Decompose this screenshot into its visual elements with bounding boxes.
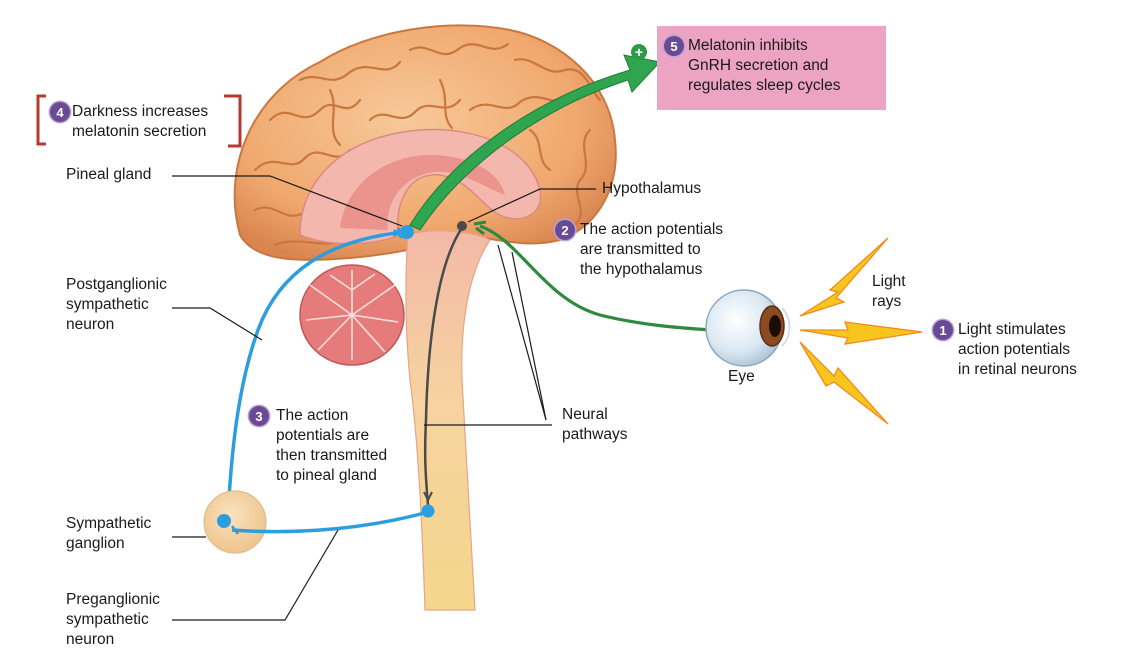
label-postganglionic-neuron: Postganglionic sympathetic neuron xyxy=(66,276,167,333)
step-1-text: Light stimulates action potentials in re… xyxy=(958,321,1077,378)
step-5-text: Melatonin inhibits GnRH secretion and re… xyxy=(688,37,841,94)
label-light-rays: Light rays xyxy=(872,273,906,310)
postganglionic-neuron xyxy=(226,230,405,516)
leader-lines xyxy=(172,175,596,621)
step-5-marker: 5 xyxy=(664,36,684,56)
preganglionic-neuron xyxy=(231,510,429,534)
step-2-marker: 2 xyxy=(555,220,575,240)
melatonin-arrow xyxy=(409,54,661,231)
step-3-marker: 3 xyxy=(249,406,269,426)
pineal-gland-node xyxy=(400,225,414,239)
neural-pathway-line xyxy=(423,227,464,506)
label-neural-pathways: Neural pathways xyxy=(562,406,628,443)
label-hypothalamus: Hypothalamus xyxy=(602,180,702,197)
melatonin-callout-box xyxy=(657,26,886,110)
label-eye: Eye xyxy=(728,368,755,385)
step-2-text: The action potentials are transmitted to… xyxy=(580,221,724,278)
label-pineal-gland: Pineal gland xyxy=(66,166,152,183)
step4-bracket xyxy=(36,94,242,148)
ganglion-node xyxy=(217,514,231,528)
cord-node xyxy=(421,504,435,518)
step-4-marker: 4 xyxy=(50,102,70,122)
eye-graphic xyxy=(705,289,791,367)
light-rays-graphic xyxy=(799,237,923,425)
step-4-text: Darkness increases melatonin secretion xyxy=(72,103,209,140)
spinal-cord xyxy=(405,230,491,611)
sympathetic-ganglion xyxy=(203,490,267,554)
hypothalamus-node xyxy=(457,221,467,231)
step-3-text: The action potentials are then transmitt… xyxy=(276,407,388,484)
cerebellum xyxy=(299,264,405,366)
step-1-marker: 1 xyxy=(933,320,953,340)
label-preganglionic-neuron: Preganglionic sympathetic neuron xyxy=(66,591,160,648)
retinal-pathway xyxy=(479,224,713,332)
label-sympathetic-ganglion: Sympathetic ganglion xyxy=(66,515,152,552)
plus-icon: + xyxy=(631,44,647,60)
